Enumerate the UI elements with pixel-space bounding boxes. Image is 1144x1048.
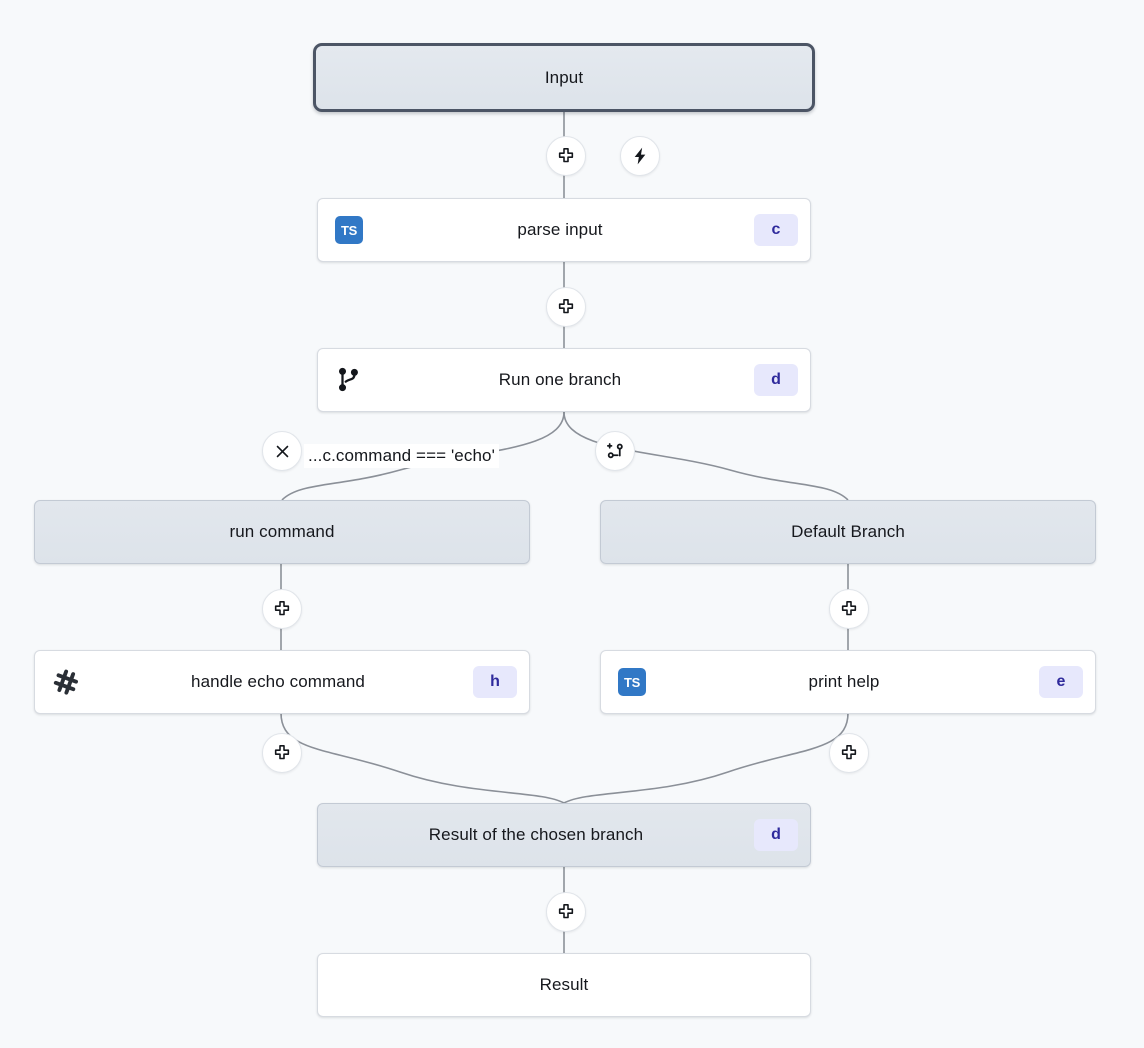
plus-icon <box>841 601 857 616</box>
node-result-label: Result <box>539 975 589 994</box>
add-step-button-parse[interactable] <box>546 287 586 327</box>
plus-icon <box>274 745 290 760</box>
node-run-one-branch[interactable]: Run one branch d <box>317 348 811 412</box>
plus-icon <box>558 299 574 314</box>
node-handle-echo-command-badge[interactable]: h <box>473 666 517 698</box>
node-parse-input[interactable]: TS parse input c <box>317 198 811 262</box>
node-handle-echo-command-label: handle echo command <box>191 672 365 691</box>
add-step-button-handle-echo[interactable] <box>262 733 302 773</box>
node-parse-input-badge[interactable]: c <box>754 214 798 246</box>
typescript-icon: TS <box>332 213 366 247</box>
node-print-help-label: print help <box>808 672 880 691</box>
add-step-button-default-branch[interactable] <box>829 589 869 629</box>
node-run-command[interactable]: run command <box>34 500 530 564</box>
typescript-icon: TS <box>615 665 649 699</box>
add-step-button-branch-result[interactable] <box>546 892 586 932</box>
plus-icon <box>274 601 290 616</box>
node-input-label: Input <box>544 67 584 87</box>
hash-tilted-icon <box>49 665 83 699</box>
branch-remove-button[interactable] <box>262 431 302 471</box>
node-run-one-branch-badge[interactable]: d <box>754 364 798 396</box>
lightning-bolt-icon <box>634 147 646 165</box>
add-branch-button[interactable] <box>595 431 635 471</box>
node-run-one-branch-label: Run one branch <box>498 370 622 389</box>
trigger-button[interactable] <box>620 136 660 176</box>
add-step-button-print-help[interactable] <box>829 733 869 773</box>
node-result[interactable]: Result <box>317 953 811 1017</box>
edge-print-to-result <box>563 712 849 804</box>
node-handle-echo-command[interactable]: handle echo command h <box>34 650 530 714</box>
hash-tilted-glyph <box>53 669 78 695</box>
add-step-button-input[interactable] <box>546 136 586 176</box>
edge-handle-to-result <box>280 712 565 804</box>
plus-icon <box>841 745 857 760</box>
plus-icon <box>558 148 574 163</box>
git-branch-icon <box>332 363 366 397</box>
branch-condition-label[interactable]: ...c.command === 'echo' <box>304 444 499 468</box>
node-branch-result[interactable]: Result of the chosen branch d <box>317 803 811 867</box>
plus-icon <box>558 904 574 919</box>
add-step-button-run-command[interactable] <box>262 589 302 629</box>
git-branch-plus-icon <box>606 443 623 459</box>
node-branch-result-label: Result of the chosen branch <box>428 825 644 844</box>
node-default-branch-label: Default Branch <box>791 522 905 541</box>
node-parse-input-label: parse input <box>517 220 603 239</box>
node-print-help[interactable]: TS print help e <box>600 650 1096 714</box>
close-icon <box>276 445 288 457</box>
node-default-branch[interactable]: Default Branch <box>600 500 1096 564</box>
node-input[interactable]: Input <box>313 43 815 112</box>
node-print-help-badge[interactable]: e <box>1039 666 1083 698</box>
node-branch-result-badge[interactable]: d <box>754 819 798 851</box>
node-run-command-label: run command <box>229 522 335 541</box>
